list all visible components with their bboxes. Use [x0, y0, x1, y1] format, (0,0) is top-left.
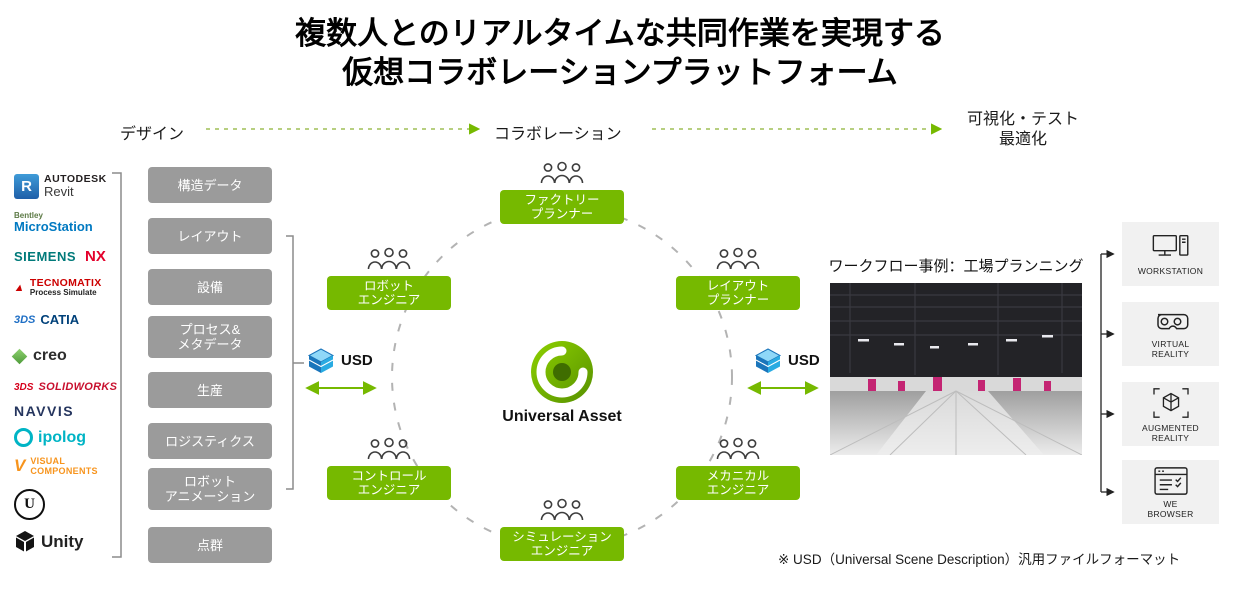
virtual-reality-icon: [1156, 313, 1188, 329]
data-box-structure: 構造データ: [148, 167, 272, 203]
page-title-line1: 複数人とのリアルタイムな共同作業を実現する: [295, 16, 945, 51]
role-layout-planner: レイアウト プランナー: [676, 276, 800, 310]
usd-cube-icon: [754, 348, 782, 373]
output-box-augmented-reality: AUGMENTED REALITY: [1122, 382, 1219, 446]
logo-tecnomatix: ▲ TECNOMATIX Process Simulate: [12, 277, 102, 298]
data-box-equipment: 設備: [148, 269, 272, 305]
universal-asset-label: Universal Asset: [502, 408, 622, 425]
logo-visual-components: V VISUAL COMPONENTS: [14, 456, 98, 476]
page-title: 複数人とのリアルタイムな共同作業を実現する 仮想コラボレーションプラットフォーム: [0, 14, 1240, 92]
people-group-icon: [540, 161, 584, 184]
role-control-engineer: コントロール エンジニア: [327, 466, 451, 500]
logo-navvis: NAVVIS: [14, 403, 74, 419]
flow-label-collaboration: コラボレーション: [494, 126, 622, 143]
people-group-icon: [716, 247, 760, 270]
solidworks-label: SOLIDWORKS: [38, 381, 118, 393]
bentley-brand-label: Bentley: [14, 211, 43, 220]
usd-cube-icon: [307, 348, 335, 373]
dassault-icon: 3DS: [14, 313, 36, 326]
data-box-production: 生産: [148, 372, 272, 408]
microstation-label: MicroStation: [14, 219, 93, 235]
role-mechanical-engineer: メカニカル エンジニア: [676, 466, 800, 500]
ipolog-icon: [14, 428, 33, 447]
people-group-icon: [716, 437, 760, 460]
visual-components-icon: V: [14, 456, 26, 475]
unity-icon: [16, 531, 34, 552]
revit-label: Revit: [44, 184, 74, 200]
revit-icon: R: [14, 174, 39, 199]
process-simulate-label: Process Simulate: [29, 288, 97, 298]
usd-label-right: USD: [788, 352, 820, 369]
role-simulation-engineer: シミュレーション エンジニア: [500, 527, 624, 561]
visual-components-label: VISUAL COMPONENTS: [30, 456, 98, 476]
role-factory-planner: ファクトリー プランナー: [500, 190, 624, 224]
logo-unreal-engine: U: [14, 489, 45, 520]
people-group-icon: [367, 247, 411, 270]
output-label: VIRTUAL REALITY: [1151, 338, 1190, 359]
logo-siemens-nx: SIEMENS NX: [14, 248, 106, 265]
workstation-icon: [1152, 234, 1188, 256]
unity-label: Unity: [41, 532, 84, 551]
logo-autodesk-revit: R AUTODESK Revit: [14, 174, 107, 199]
nx-label: NX: [85, 248, 106, 265]
data-box-point-cloud: 点群: [148, 527, 272, 563]
tecnomatix-label: TECNOMATIX: [29, 277, 102, 289]
factory-photo: [830, 283, 1082, 455]
output-label: AUGMENTED REALITY: [1141, 422, 1199, 443]
data-box-process-metadata: プロセス& メタデータ: [148, 316, 272, 358]
data-box-bracket: [286, 235, 304, 490]
creo-label: creo: [33, 347, 67, 364]
output-box-virtual-reality: VIRTUAL REALITY: [1122, 302, 1219, 366]
dassault-icon: 3DS: [14, 381, 34, 393]
logo-column-bracket: [112, 172, 122, 558]
logo-solidworks: 3DS SOLIDWORKS: [14, 381, 117, 393]
logo-bentley-microstation: Bentley MicroStation: [14, 211, 93, 235]
page-title-line2: 仮想コラボレーションプラットフォーム: [342, 55, 898, 90]
creo-icon: [11, 348, 28, 364]
navvis-label: NAVVIS: [14, 403, 75, 419]
ipolog-label: ipolog: [38, 428, 86, 446]
output-box-web-browser: WE BROWSER: [1122, 460, 1219, 524]
data-box-layout: レイアウト: [148, 218, 272, 254]
unreal-engine-icon: U: [14, 489, 45, 520]
augmented-reality-icon: [1152, 387, 1189, 418]
role-robot-engineer: ロボット エンジニア: [327, 276, 451, 310]
web-browser-icon: [1153, 466, 1188, 495]
usd-label-left: USD: [341, 352, 373, 369]
autodesk-brand-label: AUTODESK: [44, 173, 107, 186]
workflow-caption: ワークフロー事例：工場プランニング: [828, 258, 1084, 275]
flow-label-design: デザイン: [120, 126, 185, 143]
siemens-brand-label: SIEMENS: [14, 249, 77, 264]
output-label: WORKSTATION: [1137, 265, 1204, 276]
people-group-icon: [367, 437, 411, 460]
data-box-logistics: ロジスティクス: [148, 423, 272, 459]
universal-asset-logo: [531, 341, 593, 403]
catia-label: CATIA: [40, 312, 80, 327]
flow-label-visualization: 可視化・テスト 最適化: [966, 111, 1079, 148]
logo-catia: 3DS CATIA: [14, 312, 79, 327]
data-box-robot-animation: ロボット アニメーション: [148, 468, 272, 510]
tecnomatix-icon: ▲: [12, 281, 27, 294]
output-box-workstation: WORKSTATION: [1122, 222, 1219, 286]
usd-footnote: ※ USD（Universal Scene Description）汎用ファイル…: [778, 552, 1181, 567]
people-group-icon: [540, 498, 584, 521]
logo-creo: creo: [11, 347, 67, 365]
logo-ipolog: ipolog: [14, 428, 86, 447]
output-label: WE BROWSER: [1147, 498, 1194, 519]
logo-unity: Unity: [14, 530, 84, 554]
